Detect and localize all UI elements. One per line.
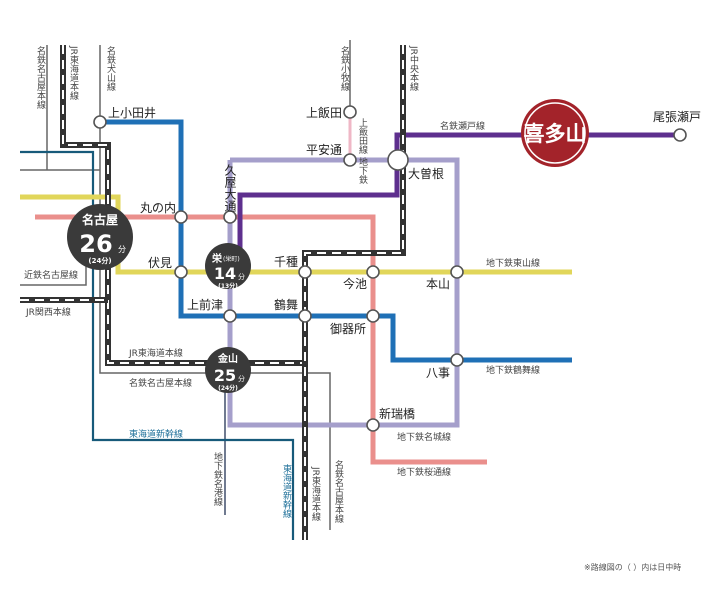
hub-subname: (栄町) — [223, 255, 240, 263]
footnote: ※路線図の（ ）内は日中時 — [584, 562, 681, 572]
line-labels: 名鉄名古屋本線 JR東海道本線 名鉄犬山線 名鉄小牧線 JR中央本線 上飯田線 … — [24, 45, 540, 523]
label-meitetsu-inuyama: 名鉄犬山線 — [105, 45, 116, 91]
label-tsurumai: 鶴舞 — [274, 297, 298, 312]
label-meitetsu-seto: 名鉄瀬戸線 — [440, 120, 485, 132]
label-kintetsu: 近鉄名古屋線 — [24, 269, 78, 281]
station-kamimaezu[interactable] — [223, 309, 237, 323]
label-meitetsu-nagoya-top: 名鉄名古屋本線 — [35, 45, 46, 109]
label-meiko: 地下鉄名港線 — [212, 451, 223, 506]
label-owariseto: 尾張瀬戸 — [653, 110, 701, 124]
meitetsu-lines — [20, 40, 351, 530]
label-marunouchi: 丸の内 — [140, 201, 176, 215]
hub-minutes: 14 — [214, 264, 236, 283]
hub-daytime: (24分) — [88, 256, 111, 265]
label-higashiyama: 地下鉄東山線 — [486, 257, 540, 269]
label-jr-tokaido-mid: JR東海道本線 — [128, 347, 183, 359]
label-jr-tokaido-bottom: JR東海道本線 — [310, 466, 321, 521]
hub-name: 栄 — [211, 252, 223, 265]
station-imaike[interactable] — [366, 265, 380, 279]
label-jr-tokaido-top: JR東海道本線 — [68, 45, 79, 100]
station-aratama[interactable] — [366, 418, 380, 432]
meitetsu-seto-line — [237, 132, 680, 262]
label-jr-kansai: JR関西本線 — [25, 306, 71, 318]
hub-unit: 分 — [118, 245, 126, 254]
label-jr-chuo: JR中央本線 — [408, 45, 419, 91]
label-kamiiida-line: 上飯田線 地下鉄 — [357, 118, 368, 185]
label-kamiotai: 上小田井 — [108, 106, 156, 120]
label-aratama: 新瑞橋 — [379, 406, 415, 421]
hub-unit: 分 — [238, 374, 245, 383]
hub-name: 金山 — [217, 352, 238, 365]
hub-name: 名古屋 — [82, 212, 118, 227]
label-kamiiida: 上飯田 — [306, 105, 342, 120]
label-meitetsu-nagoya-bottom: 名鉄名古屋本線 — [333, 459, 344, 523]
station-chikusa[interactable] — [298, 265, 312, 279]
hub-nagoya[interactable]: 名古屋 26 分 (24分) — [67, 204, 133, 270]
label-hisaya: 久屋大通 — [223, 164, 237, 212]
station-tsurumai[interactable] — [298, 309, 312, 323]
station-hisaya[interactable] — [223, 210, 237, 224]
hub-unit: 分 — [238, 272, 245, 281]
hub-daytime: (24分) — [218, 384, 238, 392]
label-shinkansen-mid: 東海道新幹線 — [129, 428, 183, 440]
station-ozone[interactable] — [387, 149, 409, 171]
station-marunouchi[interactable] — [174, 210, 188, 224]
label-kamimaezu: 上前津 — [187, 297, 223, 312]
hub-kitayama[interactable]: 喜多山 — [521, 99, 589, 167]
station-kamiiida[interactable] — [343, 105, 357, 119]
label-meijo: 地下鉄名城線 — [397, 431, 451, 443]
station-yagoto[interactable] — [450, 353, 464, 367]
label-meitetsu-nagoya-mid: 名鉄名古屋本線 — [129, 377, 192, 389]
label-motoyama: 本山 — [426, 277, 450, 291]
hub-daytime: (13分) — [218, 282, 238, 290]
label-yagoto: 八事 — [426, 366, 450, 380]
station-fushimi[interactable] — [174, 265, 188, 279]
label-gokiso: 御器所 — [330, 321, 366, 336]
origin-station-name: 喜多山 — [524, 122, 587, 146]
sakuradori-line — [35, 214, 487, 465]
label-meitetsu-komaki: 名鉄小牧線 — [339, 45, 350, 91]
station-owariseto[interactable] — [673, 128, 687, 142]
station-motoyama[interactable] — [450, 265, 464, 279]
label-imaike: 今池 — [343, 276, 367, 291]
hub-sakae[interactable]: 栄 (栄町) 14 分 (13分) — [205, 243, 251, 290]
station-markers — [93, 105, 687, 432]
label-ozone: 大曽根 — [408, 166, 444, 181]
station-labels: 上小田井 丸の内 伏見 久屋大通 上前津 千種 鶴舞 今池 御器所 本山 八事 … — [108, 105, 701, 421]
shinkansen-line — [20, 150, 295, 540]
hub-minutes: 26 — [79, 230, 112, 258]
hub-minutes: 25 — [214, 366, 236, 385]
label-shinkansen-bottom: 東海道新幹線 — [281, 463, 292, 518]
label-chikusa: 千種 — [274, 255, 298, 269]
meijo-line — [227, 157, 460, 428]
label-fushimi: 伏見 — [148, 256, 172, 270]
label-heian: 平安通 — [306, 142, 342, 157]
label-sakuradori: 地下鉄桜通線 — [397, 466, 451, 478]
hub-kanayama[interactable]: 金山 25 分 (24分) — [205, 347, 251, 393]
label-tsurumai: 地下鉄鶴舞線 — [486, 364, 540, 376]
station-gokiso[interactable] — [366, 309, 380, 323]
station-kamiotai[interactable] — [93, 115, 107, 129]
station-heian[interactable] — [343, 153, 357, 167]
tsurumai-line — [100, 119, 572, 363]
jr-lines — [20, 45, 406, 540]
